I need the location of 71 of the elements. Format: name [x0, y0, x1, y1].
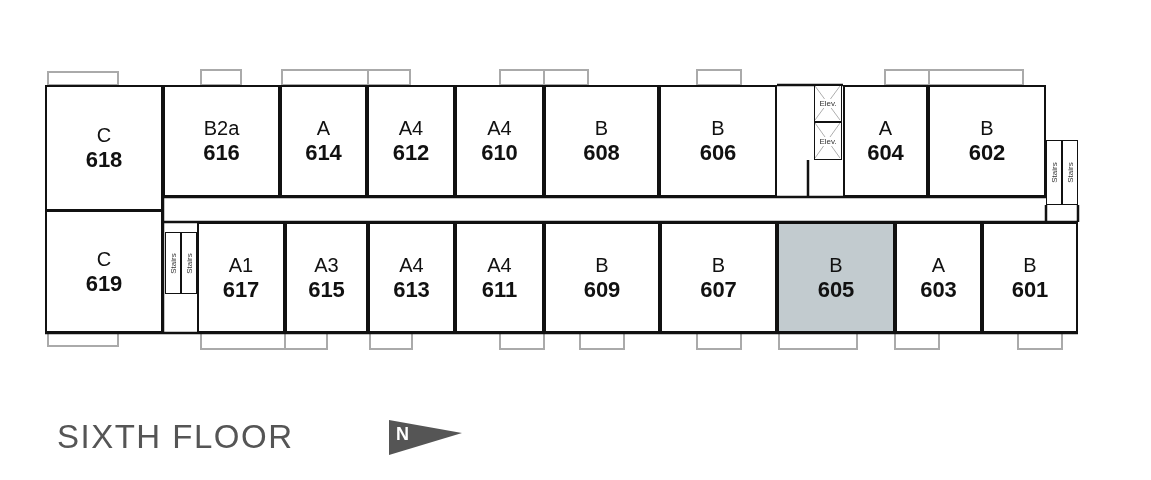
apartment-unit [895, 222, 982, 333]
apartment-unit [367, 85, 455, 197]
unit-type: A [316, 116, 331, 140]
apartment-unit [455, 85, 544, 197]
unit-type: C [96, 246, 112, 271]
elevator-label: Elev. [819, 99, 837, 108]
unit-type: A4 [398, 116, 424, 140]
stairs-label: Stairs [1065, 162, 1075, 183]
apartment-unit [368, 222, 455, 333]
unit-type: B [711, 252, 726, 277]
unit-number: 606 [699, 140, 737, 166]
stairs-label: Stairs [168, 252, 178, 274]
apartment-unit [544, 222, 660, 333]
unit-number: 610 [481, 140, 518, 166]
stairwell-box [1062, 140, 1078, 205]
unit-type: A1 [228, 252, 254, 277]
unit-number: 611 [481, 276, 518, 303]
elevator-label: Elev. [819, 136, 837, 146]
stairs-label: Stairs [1049, 162, 1059, 183]
unit-type: A4 [399, 252, 424, 277]
unit-number: 602 [968, 140, 1006, 166]
unit-number: 603 [920, 276, 957, 303]
floor-title: SIXTH FLOOR [57, 418, 294, 456]
unit-number: 614 [305, 140, 342, 166]
apartment-unit [285, 222, 368, 333]
apartment-unit [163, 85, 280, 197]
apartment-unit [544, 85, 659, 197]
stairwell-box [1046, 140, 1062, 205]
unit-number: 615 [308, 276, 345, 303]
unit-type: A4 [487, 252, 512, 277]
unit-number: 604 [867, 140, 904, 166]
unit-number: 608 [583, 140, 620, 166]
apartment-unit [843, 85, 928, 197]
unit-type: A4 [487, 116, 512, 140]
north-letter: N [396, 424, 409, 444]
unit-number: 612 [392, 140, 430, 166]
elevator-box [814, 85, 842, 122]
apartment-unit [280, 85, 367, 197]
unit-number: 601 [1011, 276, 1049, 303]
elevator-box [814, 122, 842, 160]
unit-number: 616 [203, 140, 240, 166]
stairs-label: Stairs [184, 252, 194, 274]
unit-number: 607 [700, 276, 737, 303]
apartment-unit [45, 85, 163, 211]
unit-type: C [96, 123, 112, 147]
stairwell-box [181, 232, 197, 294]
unit-type: A [931, 252, 946, 277]
unit-type: B [980, 116, 994, 140]
unit-number: 605 [817, 276, 855, 303]
unit-type: A3 [314, 252, 339, 277]
unit-number: 609 [583, 276, 621, 303]
unit-number: 617 [222, 276, 260, 303]
apartment-unit [45, 210, 163, 333]
unit-type: B [594, 116, 609, 140]
unit-type: B2a [203, 116, 240, 140]
unit-type: B [595, 252, 609, 277]
unit-type: B [829, 252, 843, 277]
unit-number: 618 [85, 147, 123, 173]
apartment-unit [982, 222, 1078, 333]
apartment-unit [455, 222, 544, 333]
unit-type: B [1023, 252, 1037, 277]
apartment-unit [928, 85, 1046, 197]
apartment-unit [197, 222, 285, 333]
apartment-unit [777, 222, 895, 333]
apartment-unit [659, 85, 777, 197]
unit-number: 619 [85, 270, 123, 297]
unit-type: A [878, 116, 893, 140]
stairwell-box [165, 232, 181, 294]
unit-type: B [711, 116, 725, 140]
apartment-unit [660, 222, 777, 333]
unit-number: 613 [393, 276, 430, 303]
